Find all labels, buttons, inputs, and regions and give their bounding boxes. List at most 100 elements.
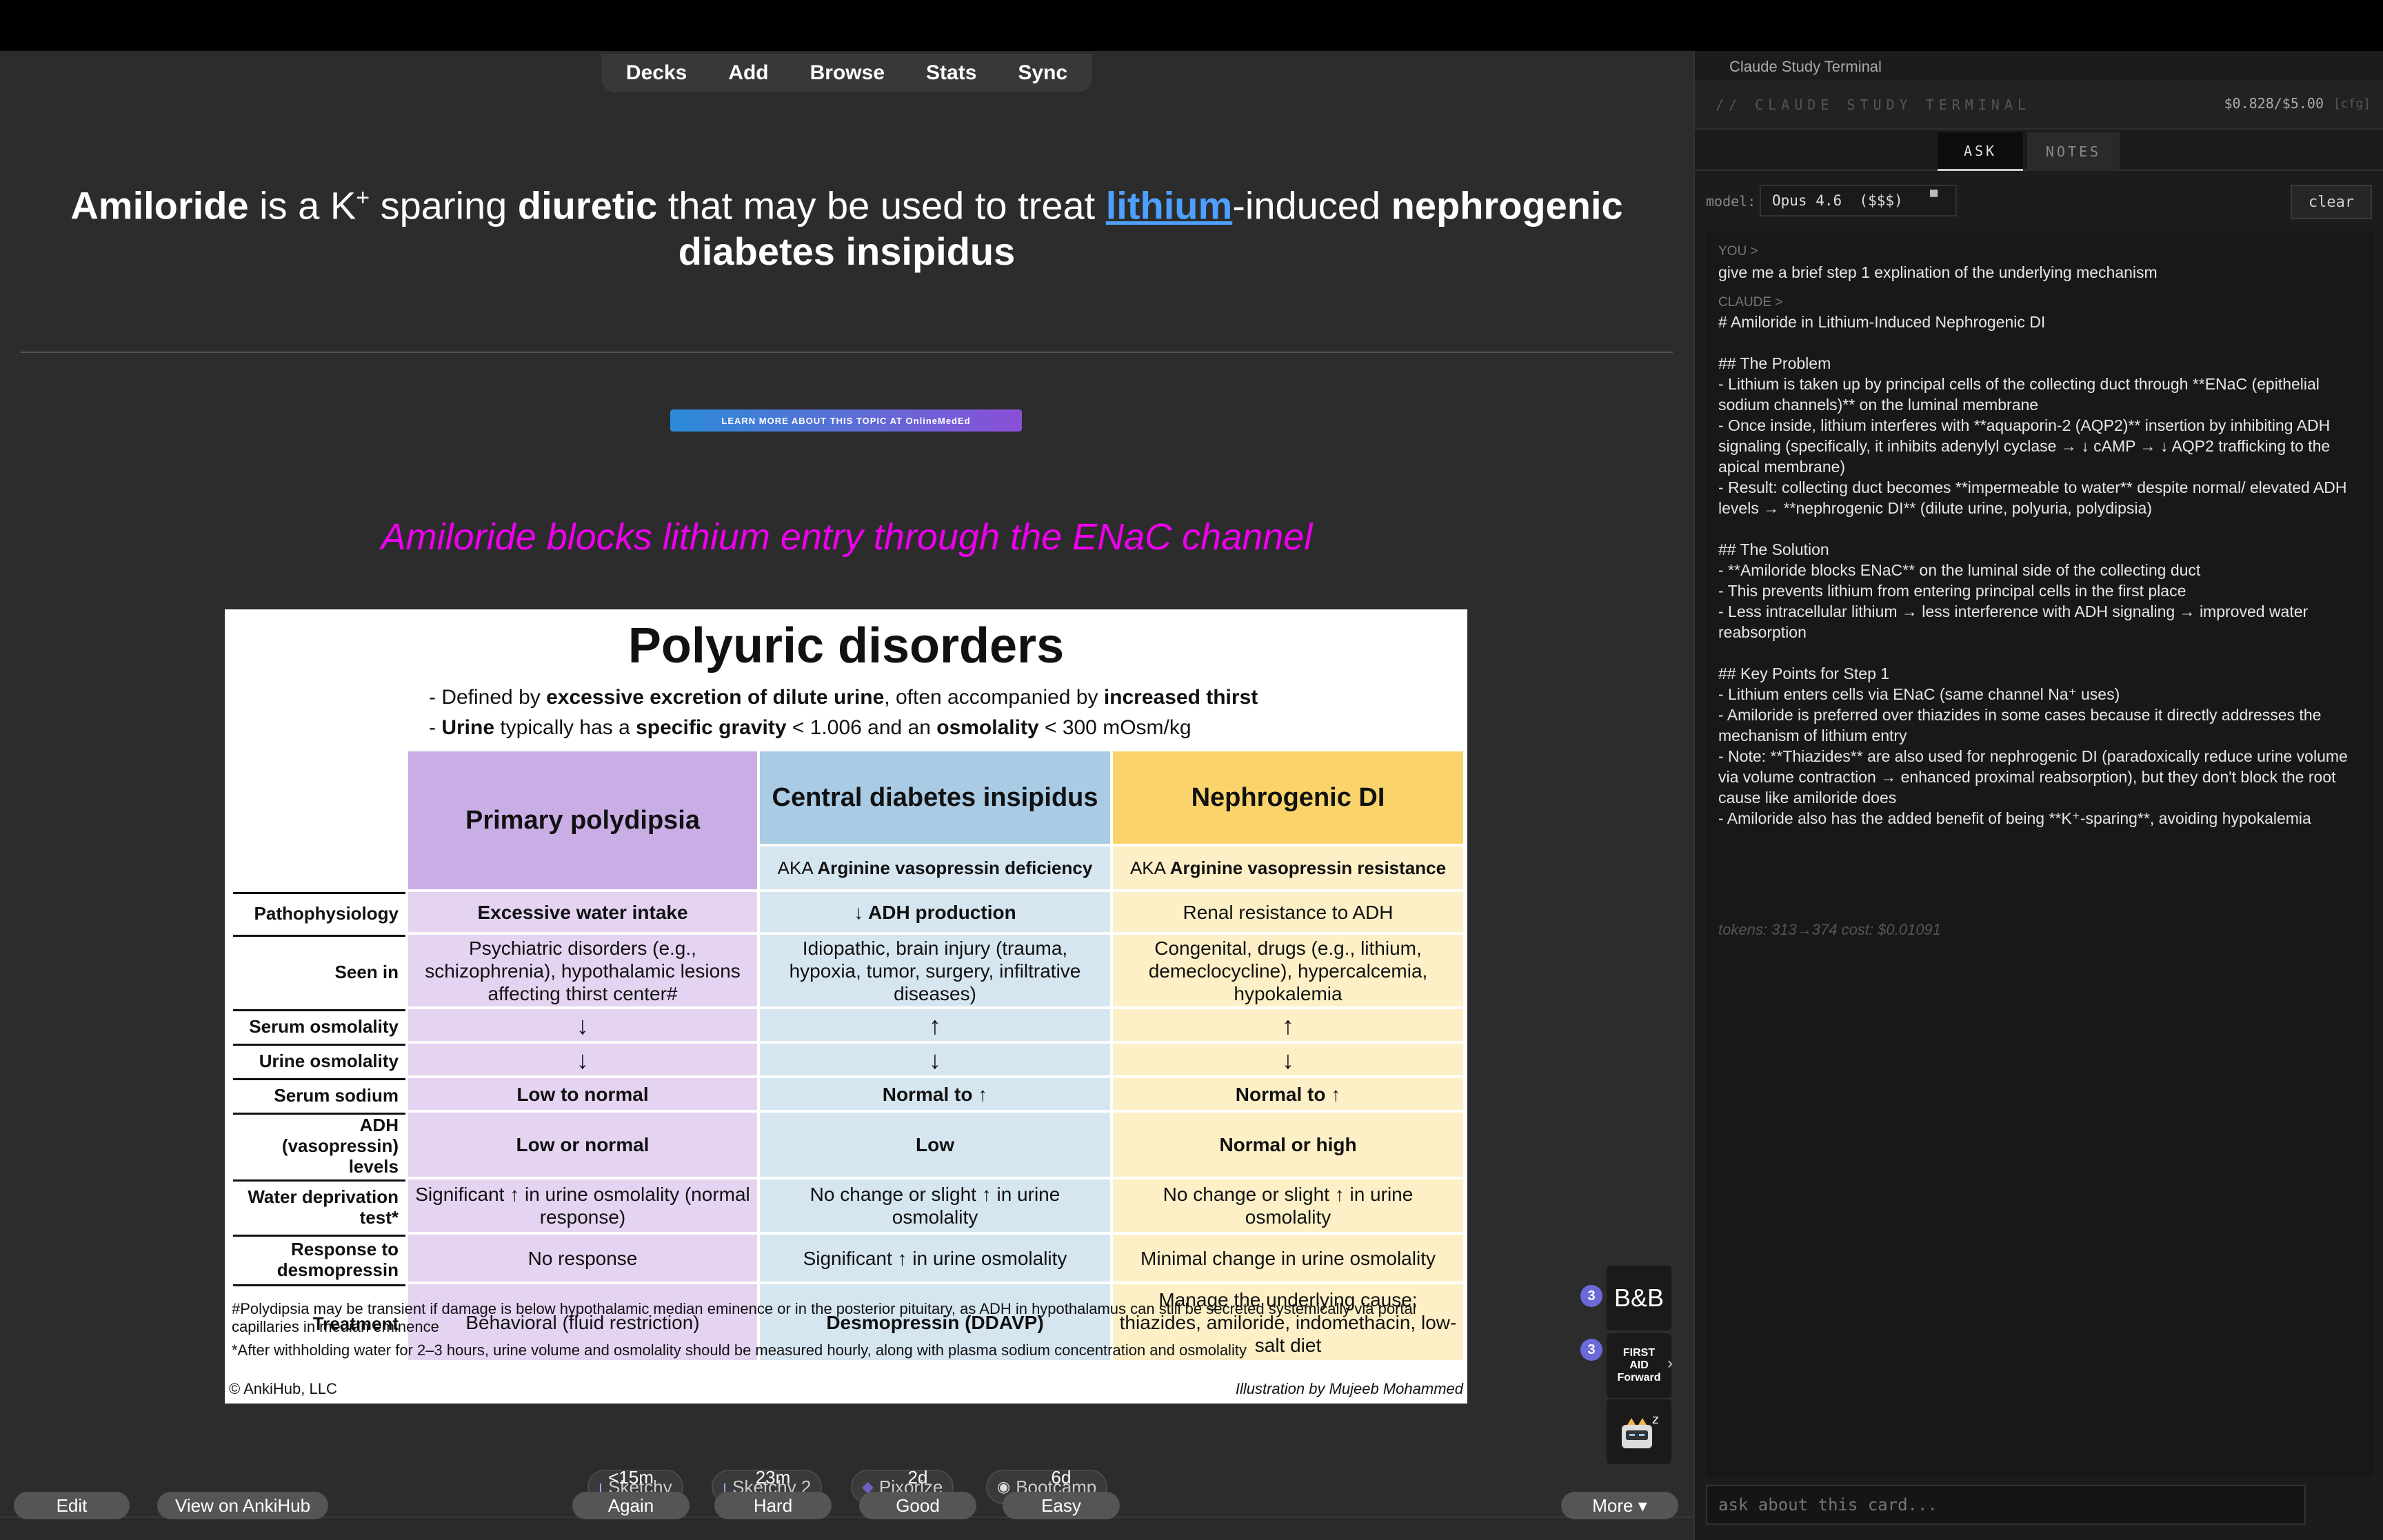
- bullet-text: increased thirst: [1103, 686, 1258, 709]
- row-label: Serum sodium: [233, 1078, 405, 1110]
- table-cell: ↓ ADH production: [760, 892, 1110, 932]
- easy-button[interactable]: Easy: [1003, 1492, 1120, 1519]
- front-part: that may be used to treat: [657, 183, 1106, 227]
- clear-button[interactable]: clear: [2291, 185, 2372, 219]
- bullet-text: specific gravity: [636, 716, 787, 739]
- front-part: is a K: [248, 183, 356, 227]
- table-cell: Idiopathic, brain injury (trauma, hypoxi…: [760, 935, 1110, 1006]
- easy-interval: 6d: [1051, 1467, 1072, 1488]
- polyuric-table: Primary polydipsia Central diabetes insi…: [230, 749, 1466, 1363]
- first-aid-forward-button[interactable]: FIRST AID Forward ›: [1607, 1333, 1673, 1398]
- budget-readout: $0.828/$5.00: [2224, 95, 2324, 112]
- header-nephrogenic-di: Nephrogenic DI: [1113, 751, 1463, 844]
- sketchy-icon: ı: [723, 1478, 727, 1495]
- header-primary-polydipsia: Primary polydipsia: [408, 751, 757, 889]
- table-cell: Renal resistance to ADH: [1113, 892, 1463, 932]
- svg-text:z: z: [1652, 1412, 1658, 1427]
- table-cell: Low or normal: [408, 1113, 757, 1177]
- robot-icon: z: [1622, 1412, 1658, 1448]
- bullet-text: Urine: [441, 716, 495, 739]
- hard-interval: 23m: [755, 1467, 791, 1488]
- onlinemeded-banner[interactable]: LEARN MORE ABOUT THIS TOPIC AT OnlineMed…: [670, 409, 1022, 432]
- table-cell: Psychiatric disorders (e.g., schizophren…: [408, 935, 757, 1006]
- front-part: nephrogenic diabetes insipidus: [678, 183, 1623, 273]
- lithium-link[interactable]: lithium: [1105, 183, 1233, 227]
- header-central-di: Central diabetes insipidus: [760, 751, 1110, 844]
- table-cell: ↑: [760, 1009, 1110, 1041]
- ask-input[interactable]: [1706, 1485, 2306, 1525]
- sketchy-icon: ı: [599, 1478, 603, 1495]
- anki-reviewer: Decks Add Browse Stats Sync Amiloride is…: [0, 51, 1693, 1540]
- hard-button[interactable]: Hard: [714, 1492, 832, 1519]
- you-label: YOU >: [1718, 244, 1758, 259]
- bootcamp-icon: ◉: [997, 1478, 1011, 1495]
- table-cell: Normal or high: [1113, 1113, 1463, 1177]
- subheader-bold: Arginine vasopressin deficiency: [817, 857, 1093, 878]
- row-label: Treatment: [233, 1284, 405, 1360]
- config-link[interactable]: [cfg]: [2333, 97, 2371, 111]
- image-title: Polyuric disorders: [627, 618, 1065, 673]
- card-front-text: Amiloride is a K+ sparing diuretic that …: [41, 175, 1652, 274]
- nav-decks[interactable]: Decks: [625, 61, 687, 84]
- bb-addon-button[interactable]: B&B: [1607, 1266, 1671, 1330]
- nav-add[interactable]: Add: [728, 61, 769, 84]
- bullet-text: , often accompanied by: [884, 686, 1104, 709]
- terminal-header: // CLAUDE STUDY TERMINAL $0.828/$5.00 [c…: [1695, 80, 2383, 130]
- subheader-pre: AKA: [777, 857, 818, 878]
- bullet-text: excessive excretion of dilute urine: [546, 686, 885, 709]
- conversation-panel[interactable]: YOU > give me a brief step 1 explination…: [1706, 232, 2373, 1478]
- table-cell: ↓: [408, 1009, 757, 1041]
- bullet-text: < 1.006 and an: [786, 716, 937, 739]
- front-part: Amiloride: [70, 183, 249, 227]
- more-button[interactable]: More ▾: [1561, 1492, 1678, 1519]
- bb-badge: 3: [1580, 1285, 1602, 1307]
- table-cell: Significant ↑ in urine osmolality (norma…: [408, 1179, 757, 1232]
- bullet-1: Defined by excessive excretion of dilute…: [429, 682, 1258, 713]
- bullet-text: osmolality: [936, 716, 1039, 739]
- top-nav: Decks Add Browse Stats Sync: [601, 54, 1092, 92]
- table-cell: ↓: [408, 1044, 757, 1075]
- table-cell: Significant ↑ in urine osmolality: [760, 1235, 1110, 1281]
- model-select[interactable]: Opus 4.6 ($$$) ▀: [1760, 185, 1957, 216]
- table-cell: Low: [760, 1113, 1110, 1177]
- nav-sync[interactable]: Sync: [1018, 61, 1068, 84]
- subheader-bold: Arginine vasopressin resistance: [1169, 857, 1447, 878]
- claude-study-terminal: Claude Study Terminal // CLAUDE STUDY TE…: [1693, 51, 2383, 1540]
- terminal-header-title: // CLAUDE STUDY TERMINAL: [1716, 97, 2031, 113]
- first-aid-badge: 3: [1580, 1339, 1602, 1361]
- table-cell: Congenital, drugs (e.g., lithium, demecl…: [1113, 935, 1463, 1006]
- bullet-text: typically has a: [494, 716, 636, 739]
- table-cell: Normal to ↑: [1113, 1078, 1463, 1110]
- view-on-ankihub-button[interactable]: View on AnkiHub: [157, 1492, 328, 1519]
- front-sup: +: [356, 185, 370, 211]
- row-label: Response to desmopressin: [233, 1235, 405, 1281]
- table-cell: ↓: [760, 1044, 1110, 1075]
- table-cell: Manage the underlying cause; thiazides, …: [1113, 1284, 1463, 1360]
- edit-button[interactable]: Edit: [14, 1492, 130, 1519]
- pixorize-icon: ◆: [862, 1478, 874, 1495]
- bottom-bar: [0, 1517, 1693, 1540]
- tab-ask[interactable]: ASK: [1938, 132, 2023, 171]
- user-message: give me a brief step 1 explination of th…: [1718, 263, 2158, 281]
- claude-response: # Amiloride in Lithium-Induced Nephrogen…: [1718, 313, 2348, 827]
- bb-label: B&B: [1613, 1284, 1665, 1312]
- front-part: sparing: [370, 183, 518, 227]
- sleeping-robot-addon-button[interactable]: z: [1607, 1399, 1671, 1464]
- again-button[interactable]: Again: [572, 1492, 690, 1519]
- good-interval: 2d: [907, 1467, 928, 1488]
- footnote-2: *After withholding water for 2–3 hours, …: [232, 1341, 1247, 1359]
- table-cell: Behavioral (fluid restriction): [408, 1284, 757, 1360]
- table-cell: Minimal change in urine osmolality: [1113, 1235, 1463, 1281]
- front-part: -induced: [1232, 183, 1391, 227]
- claude-label: CLAUDE >: [1718, 295, 1783, 310]
- nav-stats[interactable]: Stats: [926, 61, 977, 84]
- subheader-central: AKA Arginine vasopressin deficiency: [760, 847, 1110, 889]
- tab-notes[interactable]: NOTES: [2027, 132, 2120, 171]
- table-cell: Excessive water intake: [408, 892, 757, 932]
- nav-browse[interactable]: Browse: [810, 61, 885, 84]
- model-value: Opus 4.6 ($$$): [1772, 192, 1903, 209]
- window-title: Claude Study Terminal: [1729, 58, 1882, 75]
- good-button[interactable]: Good: [859, 1492, 976, 1519]
- bullet-text: Defined by: [441, 686, 547, 709]
- token-usage: tokens: 313→374 cost: $0.01091: [1718, 921, 1941, 938]
